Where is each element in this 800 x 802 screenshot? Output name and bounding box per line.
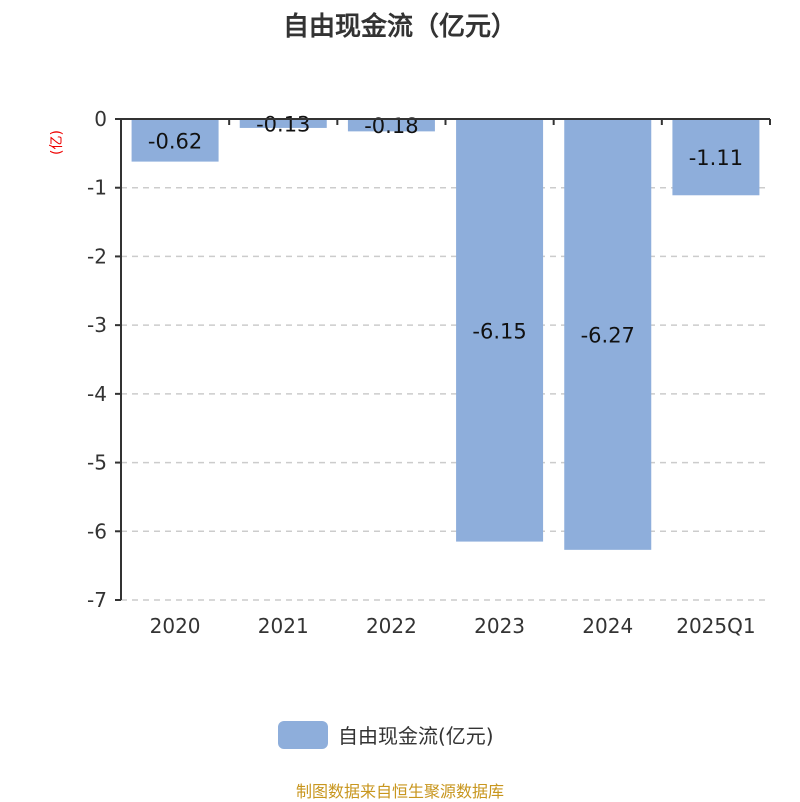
y-tick-label: -4 xyxy=(87,382,107,406)
bar xyxy=(456,119,544,542)
x-tick-label: 2022 xyxy=(366,614,417,638)
bar-value-label: -6.27 xyxy=(581,323,635,347)
y-tick-label: -5 xyxy=(87,451,107,475)
bar xyxy=(239,119,327,128)
bar xyxy=(564,119,652,550)
y-tick-label: -1 xyxy=(87,176,107,200)
y-tick-label: -2 xyxy=(87,244,107,268)
bar xyxy=(347,119,435,132)
legend-label: 自由现金流(亿元) xyxy=(338,724,494,748)
legend[interactable]: 自由现金流(亿元) xyxy=(278,720,494,749)
bar-value-label: -6.15 xyxy=(472,319,526,343)
bar-value-label: -0.62 xyxy=(148,129,202,153)
chart-title: 自由现金流（亿元） xyxy=(282,12,517,42)
source-footer: 制图数据来自恒生聚源数据库 xyxy=(295,782,504,801)
bar-value-label: -0.13 xyxy=(256,112,310,136)
y-tick-label: -6 xyxy=(87,519,107,543)
x-tick-label: 2020 xyxy=(150,614,201,638)
x-tick-label: 2025Q1 xyxy=(676,614,755,638)
x-tick-label: 2021 xyxy=(258,614,309,638)
bar xyxy=(672,119,760,196)
x-tick-label: 2023 xyxy=(474,614,525,638)
legend-swatch xyxy=(278,720,328,749)
bar-value-label: -0.18 xyxy=(364,114,418,138)
y-tick-label: -3 xyxy=(87,313,107,337)
y-tick-label: 0 xyxy=(94,107,107,131)
y-tick-label: -7 xyxy=(87,588,107,612)
bar-value-label: -1.11 xyxy=(689,146,743,170)
x-tick-label: 2024 xyxy=(582,614,633,638)
bar xyxy=(131,119,219,162)
